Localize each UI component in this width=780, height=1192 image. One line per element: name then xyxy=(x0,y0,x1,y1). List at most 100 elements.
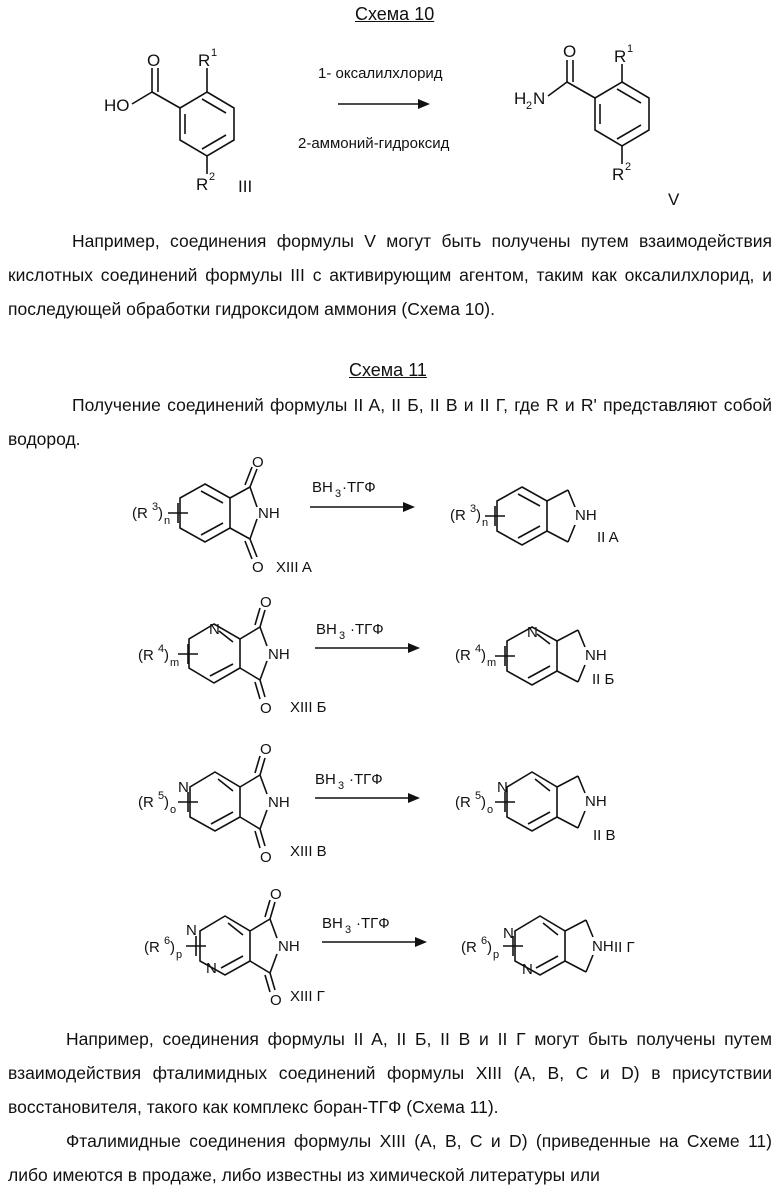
row-a-prod-r-sub: n xyxy=(482,517,488,529)
compound-ii-a-label: II A xyxy=(597,529,619,546)
reagent-oxalyl-chloride: 1- оксалилхлорид xyxy=(318,65,443,82)
row-d-prod-ring-n-bottom: N xyxy=(522,961,533,978)
row-c-prod-r-sup: 5 xyxy=(475,790,481,802)
row-a-r-sub: n xyxy=(164,515,170,527)
row-b-prod-nh: NH xyxy=(585,647,607,664)
paragraph-phthalimides: Фталимидные соединения формулы XIII (A, … xyxy=(8,1124,772,1192)
scheme-11-intro: Получение соединений формулы II A, II Б,… xyxy=(8,388,772,456)
scheme-11-title: Схема 11 xyxy=(349,360,427,380)
row-a-o-bottom: O xyxy=(252,559,264,576)
row-d-r-open: (R xyxy=(144,939,160,956)
reagent-row-c-sub: 3 xyxy=(338,780,344,792)
azaphthalimide-xiii-b xyxy=(178,607,268,700)
hydroxy-label: HO xyxy=(104,96,130,115)
row-c-o-top: O xyxy=(260,741,272,758)
row-c-prod-r-sub: o xyxy=(487,804,493,816)
reagent-row-b-bh: BH xyxy=(316,621,337,638)
row-b-o-bottom: O xyxy=(260,700,272,717)
compound-v-label: V xyxy=(668,190,680,209)
paragraph-scheme-10: Например, соединения формулы V могут быт… xyxy=(8,224,772,326)
row-c-prod-r-close: ) xyxy=(481,794,486,811)
compound-ii-c-label: II B xyxy=(593,827,616,844)
phthalimide-xiii-a xyxy=(168,466,258,560)
row-c-nh: NH xyxy=(268,794,290,811)
azaphthalimide-xiii-c xyxy=(178,755,268,849)
scheme-11-intro-text: Получение соединений формулы II A, II Б,… xyxy=(8,395,772,449)
compound-xiii-c-label: XIII B xyxy=(290,843,327,860)
row-b-prod-ring-n: N xyxy=(527,624,538,641)
carbonyl-o-label: O xyxy=(147,51,160,70)
row-c-r-close: ) xyxy=(164,794,169,811)
reagent-row-a-sub: 3 xyxy=(335,488,341,500)
row-a-r-open: (R xyxy=(132,505,148,522)
row-d-o-bottom: O xyxy=(270,992,282,1009)
compound-iii-label: III xyxy=(238,177,252,196)
row-c-prod-r-open: (R xyxy=(455,794,471,811)
row-b-ring-n: N xyxy=(209,621,220,638)
amide-o-label: O xyxy=(563,42,576,61)
reagent-row-c-bh: BH xyxy=(315,771,336,788)
row-d-nh: NH xyxy=(278,938,300,955)
compound-xiii-a-label: XIII A xyxy=(276,559,312,576)
row-d-r-close: ) xyxy=(170,939,175,956)
row-a-r-close: ) xyxy=(158,505,163,522)
reagent-row-d-rest: ·ТГФ xyxy=(356,915,390,932)
compound-xiii-b-label: XIII Б xyxy=(290,699,327,716)
row-b-r-open: (R xyxy=(138,647,154,664)
row-c-prod-nh: NH xyxy=(585,793,607,810)
row-b-prod-r-sup: 4 xyxy=(475,643,481,655)
row-a-prod-r-close: ) xyxy=(476,507,481,524)
row-b-prod-r-open: (R xyxy=(455,647,471,664)
r2-superscript: 2 xyxy=(209,171,215,183)
row-b-o-top: O xyxy=(260,594,272,611)
row-d-r-sup: 6 xyxy=(164,935,170,947)
compound-xiii-d-label: XIII Г xyxy=(290,988,325,1005)
isoindoline-ii-a xyxy=(485,486,576,546)
row-b-prod-r-close: ) xyxy=(481,647,486,664)
amide-h-label: H xyxy=(514,89,526,108)
scheme-10-title: Схема 10 xyxy=(355,4,435,24)
compound-ii-b-label: II Б xyxy=(592,671,615,688)
reagent-row-d-bh: BH xyxy=(322,915,343,932)
azaisoindoline-ii-c xyxy=(495,771,586,832)
row-d-prod-ring-n-top: N xyxy=(503,925,514,942)
reagent-row-b-sub: 3 xyxy=(339,630,345,642)
paragraph-scheme-10-text: Например, соединения формулы V могут быт… xyxy=(8,231,772,319)
diazaphthalimide-xiii-d xyxy=(186,899,278,993)
row-c-o-bottom: O xyxy=(260,849,272,866)
row-a-prod-r-sup: 3 xyxy=(470,503,476,515)
row-a-nh: NH xyxy=(258,505,280,522)
row-b-nh: NH xyxy=(268,646,290,663)
row-a-r-sup: 3 xyxy=(152,501,158,513)
row-d-prod-r-sub: p xyxy=(493,949,499,961)
reagent-row-b-rest: ·ТГФ xyxy=(350,621,384,638)
row-d-prod-r-close: ) xyxy=(487,939,492,956)
row-c-r-sup: 5 xyxy=(158,790,164,802)
r1-superscript: 1 xyxy=(211,47,217,59)
product-r2-label: R xyxy=(612,165,624,184)
row-a-o-top: O xyxy=(252,454,264,471)
amide-subscript: 2 xyxy=(526,100,532,112)
reagent-ammonium-hydroxide: 2-аммоний-гидроксид xyxy=(298,135,450,152)
paragraph-scheme-11-text: Например, соединения формулы II A, II Б,… xyxy=(8,1029,772,1117)
row-c-ring-n: N xyxy=(178,779,189,796)
benzoic-acid-structure xyxy=(131,68,235,174)
row-d-ring-n-top: N xyxy=(186,922,197,939)
product-r1-superscript: 1 xyxy=(627,43,633,55)
row-a-prod-nh: NH xyxy=(575,507,597,524)
row-c-r-open: (R xyxy=(138,794,154,811)
row-d-r-sub: p xyxy=(176,949,182,961)
paragraph-phthalimides-text: Фталимидные соединения формулы XIII (A, … xyxy=(8,1131,772,1185)
row-c-r-sub: o xyxy=(170,804,176,816)
diazaisoindoline-ii-d xyxy=(503,915,594,976)
amide-n-label: N xyxy=(533,89,545,108)
product-r2-superscript: 2 xyxy=(625,161,631,173)
azaisoindoline-ii-b xyxy=(495,626,586,686)
r1-label: R xyxy=(198,51,210,70)
paragraph-scheme-11: Например, соединения формулы II A, II Б,… xyxy=(8,1022,772,1124)
row-b-prod-r-sub: m xyxy=(487,657,496,669)
row-b-r-close: ) xyxy=(164,647,169,664)
benzamide-structure xyxy=(547,60,650,164)
row-d-ring-n-bottom: N xyxy=(206,960,217,977)
